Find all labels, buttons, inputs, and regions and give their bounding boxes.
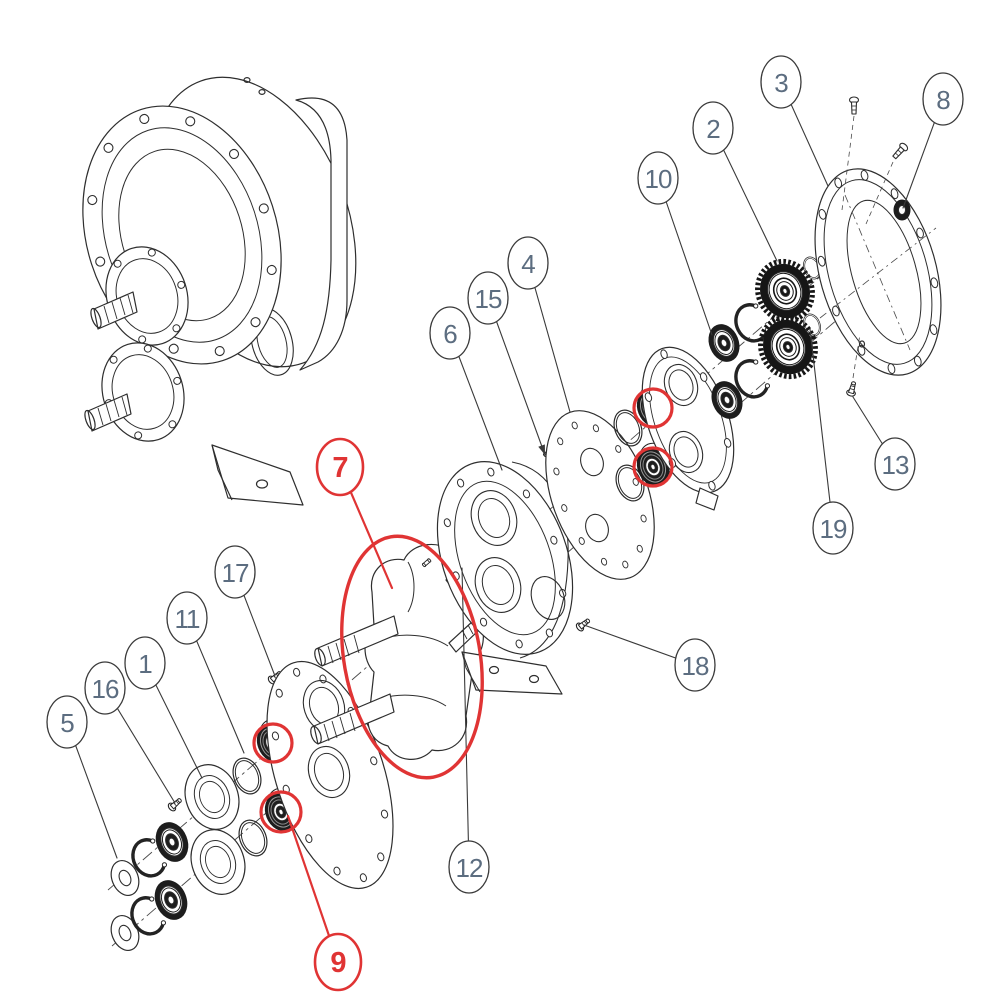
balloon-16-label: 16 <box>92 674 119 704</box>
pump-upper-shaft-splines <box>103 294 134 324</box>
screw-16 <box>166 795 185 813</box>
balloon-13-label: 13 <box>882 450 909 480</box>
pump-top-bolt <box>258 88 266 95</box>
balloon-4-label: 4 <box>521 249 535 279</box>
balloon-12 <box>448 840 490 894</box>
pump-lower-shaft-splines <box>97 396 128 426</box>
highlight-circle-2 <box>259 790 303 834</box>
balloon-17-label: 17 <box>222 558 249 588</box>
pump-foot <box>211 444 304 506</box>
highlight-circle-1 <box>252 722 294 764</box>
assembled-pump <box>82 76 357 506</box>
cover-drain-hole <box>858 340 866 348</box>
balloon-1 <box>124 636 166 690</box>
cover-centermarks <box>819 194 937 351</box>
balloon-10 <box>637 151 679 205</box>
balloon-10-label: 10 <box>645 164 672 194</box>
balloon-16 <box>84 661 126 715</box>
balloon-18 <box>674 638 716 692</box>
port-plate <box>545 410 655 580</box>
pump-flange-bolts <box>87 113 277 357</box>
ball-bearing <box>149 875 193 925</box>
balloon-3 <box>760 55 802 109</box>
highlight-layer <box>252 387 674 834</box>
plug-13 <box>845 380 859 398</box>
washer <box>105 910 145 956</box>
balloon-8-label: 8 <box>936 85 950 115</box>
pump-upper-shaft-tip <box>90 307 102 329</box>
balloon-11-label: 11 <box>175 604 201 634</box>
cover-screw <box>848 96 860 115</box>
balloon-15 <box>467 271 509 325</box>
drive-gear <box>749 253 822 329</box>
balloon-15-label: 15 <box>475 284 502 314</box>
plug-8 <box>893 199 911 221</box>
balloon-11 <box>166 591 208 645</box>
balloon-6-label: 6 <box>443 319 457 349</box>
balloon-7 <box>315 437 365 497</box>
leader-19 <box>809 328 834 529</box>
highlight-circle-3 <box>632 387 674 429</box>
washer <box>105 855 145 901</box>
balloon-19-label: 19 <box>820 514 847 544</box>
pump-foot-hole <box>255 479 269 489</box>
balloon-12-label: 12 <box>456 853 483 883</box>
balloon-9 <box>313 932 363 992</box>
balloon-2 <box>692 101 734 155</box>
highlight-ellipse-7 <box>340 534 484 780</box>
housing-side-port <box>530 576 566 620</box>
plug-18 <box>574 615 593 633</box>
exploded-parts <box>105 96 942 956</box>
balloon-1-label: 1 <box>138 649 152 679</box>
balloon-6 <box>429 306 471 360</box>
pump-lower-shaft-tip <box>84 409 96 431</box>
balloon-19 <box>812 501 854 555</box>
pump-upper-shaft <box>93 291 138 330</box>
leader-12 <box>461 567 470 868</box>
balloon-18-label: 18 <box>682 651 709 681</box>
seal-housing <box>184 764 246 895</box>
balloon-13 <box>874 437 916 491</box>
balloon-5-label: 5 <box>60 708 74 738</box>
drive-gear <box>752 309 825 385</box>
pump-lower-shaft <box>87 393 132 432</box>
carrier-tab <box>695 487 719 511</box>
pump-side-panel <box>295 97 348 371</box>
end-cover <box>814 168 942 376</box>
leader-arrowhead-15 <box>538 444 545 455</box>
balloon-5 <box>46 695 88 749</box>
balloon-8 <box>922 72 964 126</box>
balloon-2-label: 2 <box>706 114 720 144</box>
balloon-4 <box>507 236 549 290</box>
pump-foot-edge <box>211 444 233 501</box>
screw-dash-lines <box>841 115 894 379</box>
pump-front-flange-inner <box>101 127 263 343</box>
pump-top-bolt <box>243 76 251 83</box>
balloon-3-label: 3 <box>774 68 788 98</box>
ball-bearing <box>150 817 194 867</box>
highlight-circle-4 <box>632 446 674 488</box>
leader-10 <box>657 177 713 336</box>
balloon-9-label: 9 <box>330 947 346 979</box>
cover-screw <box>892 142 909 160</box>
balloon-7-label: 7 <box>332 452 347 484</box>
leader-15 <box>487 297 546 456</box>
balloon-17 <box>214 545 256 599</box>
